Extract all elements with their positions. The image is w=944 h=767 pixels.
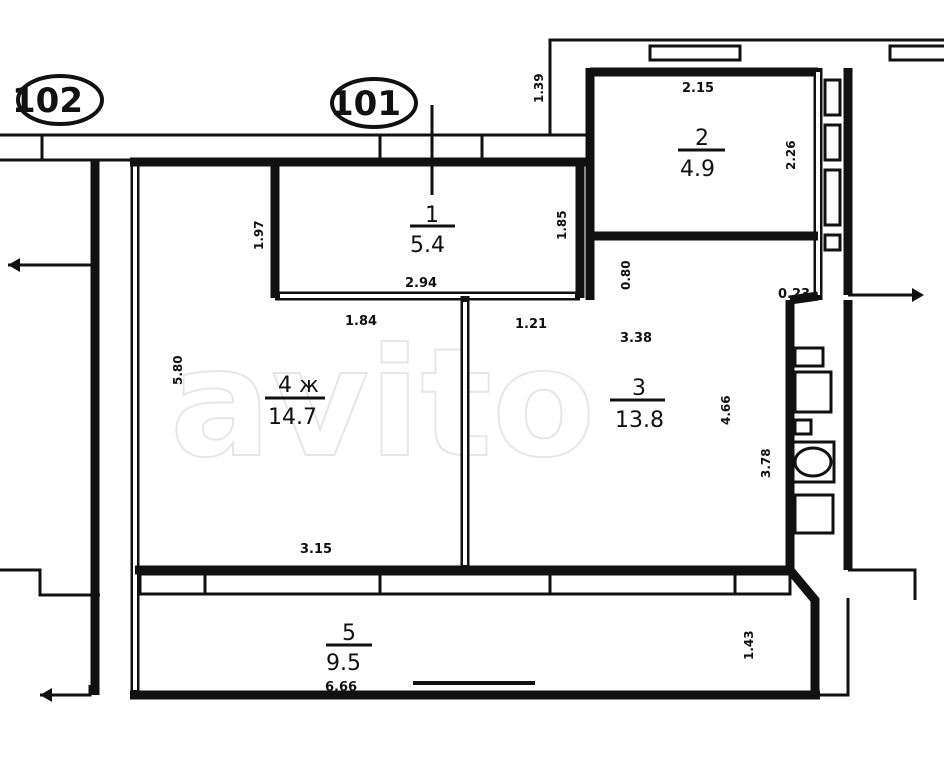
svg-text:5: 5 (342, 621, 356, 646)
dim-1-43: 1.43 (742, 630, 756, 660)
dim-1-97: 1.97 (252, 220, 266, 250)
right-neighbour (815, 68, 924, 697)
apartment-label-101: 101 (330, 77, 418, 129)
dim-1-21: 1.21 (515, 317, 547, 332)
dim-1-39: 1.39 (532, 73, 546, 103)
svg-text:4 ж: 4 ж (278, 373, 319, 398)
watermark: avito (170, 317, 595, 491)
svg-text:1: 1 (425, 203, 439, 228)
room-1-label: 1 5.4 (410, 203, 455, 258)
svg-text:9.5: 9.5 (326, 651, 361, 676)
room-2-label: 2 4.9 (678, 126, 725, 182)
svg-text:13.8: 13.8 (615, 408, 664, 433)
room-3-label: 3 13.8 (610, 376, 665, 433)
apartment-walls (130, 67, 823, 700)
room-5-label: 5 9.5 (326, 621, 372, 676)
dim-4-66: 4.66 (719, 395, 733, 425)
svg-text:101: 101 (330, 84, 401, 124)
svg-text:5.4: 5.4 (410, 233, 445, 258)
corridor-lines (0, 38, 944, 162)
dim-2-94: 2.94 (405, 276, 437, 291)
dim-3-38: 3.38 (620, 331, 652, 346)
dim-2-26: 2.26 (784, 140, 798, 170)
dim-2-15: 2.15 (682, 81, 714, 96)
dim-1-84: 1.84 (345, 314, 377, 329)
left-neighbour-walls (0, 160, 100, 702)
dim-3-15: 3.15 (300, 542, 332, 557)
kitchen-fixtures (790, 346, 836, 535)
dim-5-80: 5.80 (171, 355, 185, 385)
dim-1-85: 1.85 (555, 210, 569, 240)
dim-0-23: 0.23 (778, 287, 810, 302)
svg-text:102: 102 (12, 81, 83, 121)
dim-3-78: 3.78 (759, 448, 773, 478)
dim-0-80: 0.80 (619, 260, 633, 290)
svg-text:3: 3 (632, 376, 646, 401)
dim-6-66: 6.66 (325, 680, 357, 695)
apartment-label-102: 102 (12, 74, 104, 126)
svg-text:4.9: 4.9 (680, 157, 715, 182)
svg-text:2: 2 (695, 126, 709, 151)
svg-text:14.7: 14.7 (268, 405, 317, 430)
room-4-label: 4 ж 14.7 (265, 373, 325, 430)
